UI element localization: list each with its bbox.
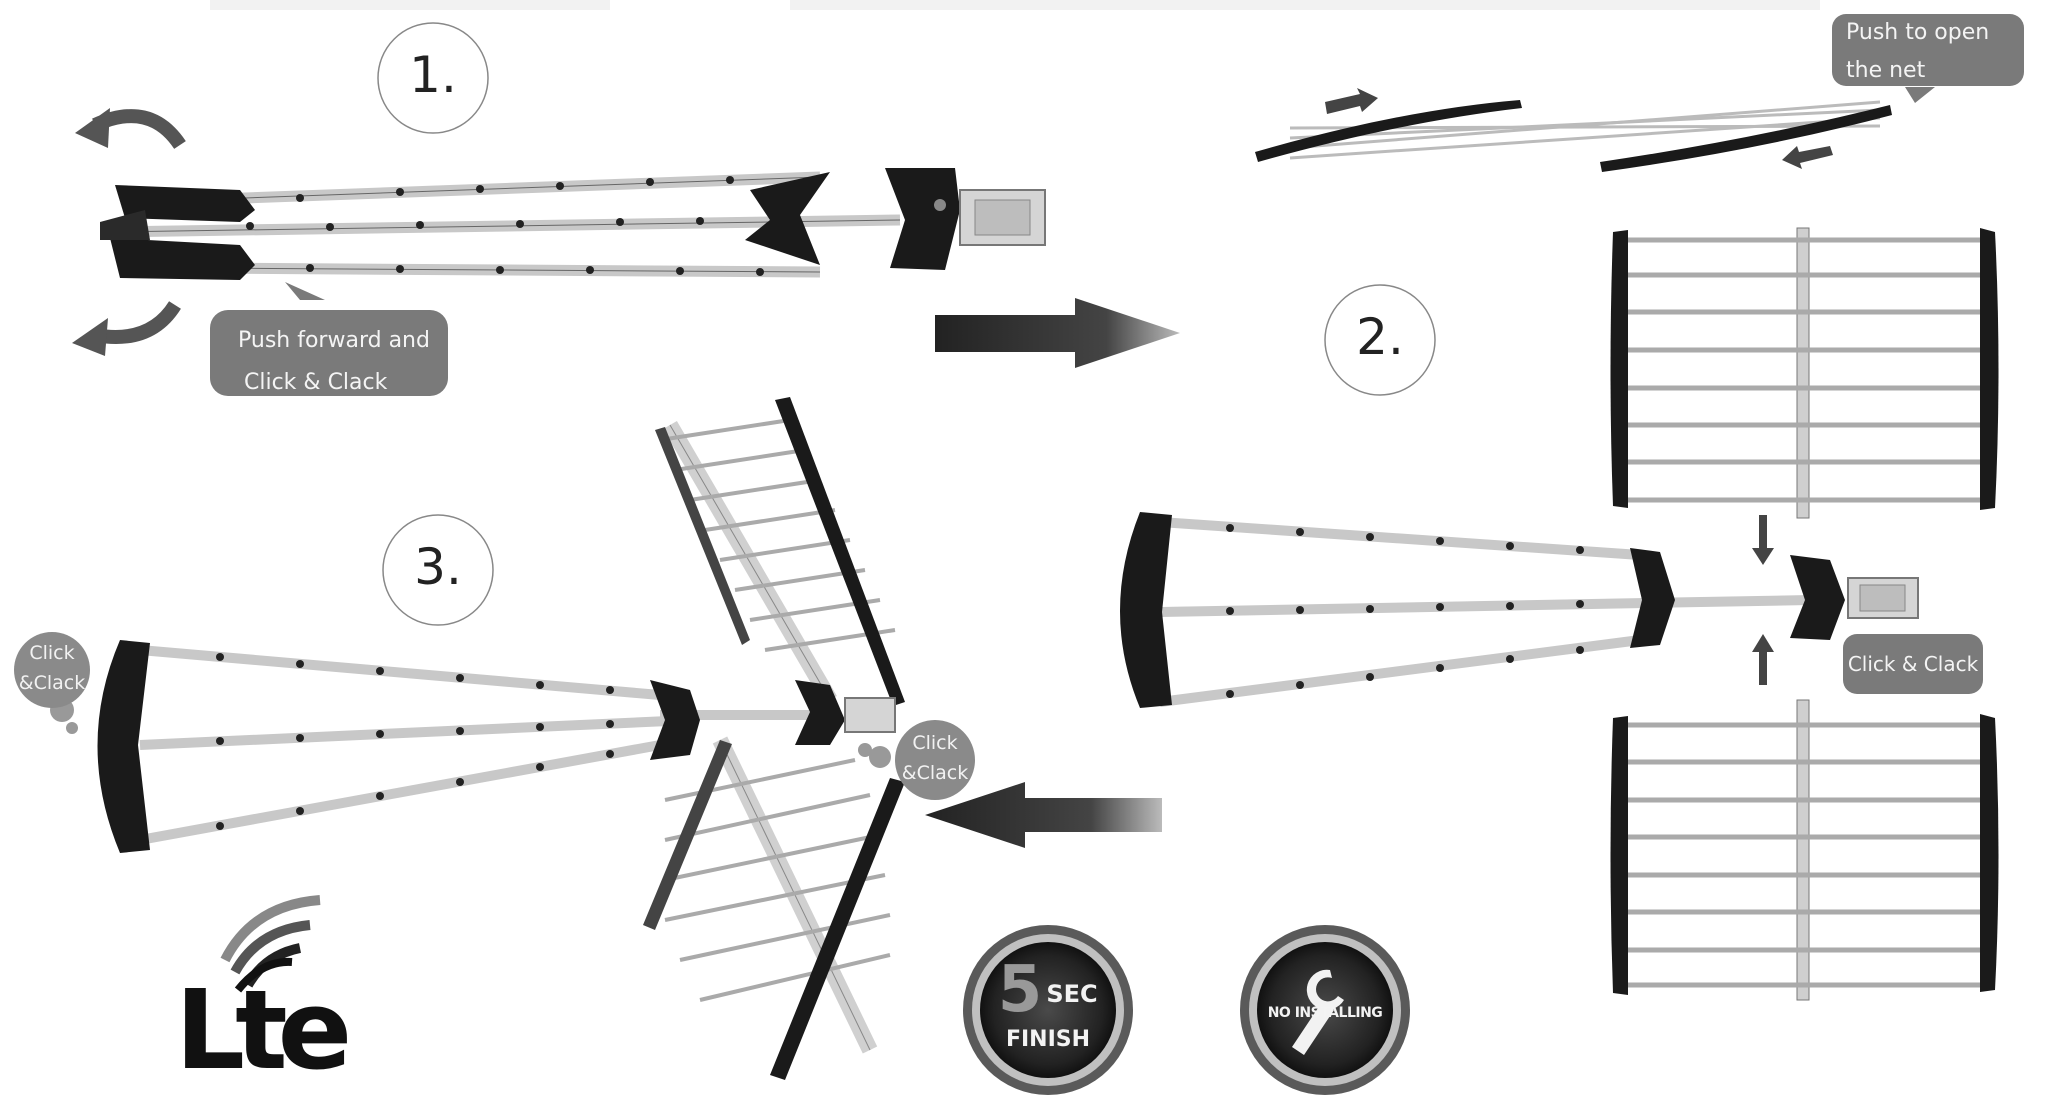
step-1-number: 1. <box>409 46 457 104</box>
arrow-up-icon <box>1752 634 1774 652</box>
bubble-click-clack-left-line1: Click <box>29 642 75 664</box>
five-sec-unit: SEC <box>1046 980 1098 1008</box>
lte-logo: Lte <box>175 966 352 1094</box>
five-sec-badge-graphic <box>963 925 1133 1095</box>
callout-click-clack-right: Click & Clack <box>1843 634 1983 694</box>
assembled-net-lower <box>643 736 905 1080</box>
folding-net <box>1255 87 1935 172</box>
step-2-circle <box>1324 284 1436 396</box>
callout-push-forward: Push forward and Click & Clack <box>210 310 448 396</box>
callout-push-forward-line2: Click & Clack <box>244 370 388 395</box>
bubble-click-clack-mid: Click &Clack <box>895 720 975 800</box>
step-3-circle <box>382 514 494 626</box>
bubble-click-clack-mid-line2: &Clack <box>901 762 969 784</box>
callout-push-forward-line1: Push forward and <box>238 328 430 353</box>
step-1-circle <box>377 22 489 134</box>
arrow-down-icon <box>1752 548 1774 565</box>
five-sec-caption: FINISH <box>1005 1027 1091 1052</box>
callout-push-open-line1: Push to open <box>1846 20 1990 45</box>
reflector-net-top <box>1610 227 1999 519</box>
callout-push-open-line2: the net <box>1846 58 1926 83</box>
lte-signal-icon <box>220 895 321 993</box>
assembled-net-upper <box>655 397 905 706</box>
big-arrow-right-icon <box>935 298 1180 368</box>
big-arrow-left-icon <box>925 782 1162 848</box>
no-installing-caption: NO INSTALLING <box>1267 1005 1383 1021</box>
wrench-icon <box>1292 969 1344 1055</box>
bubble-click-clack-left: Click &Clack <box>14 632 90 708</box>
step-3-number: 3. <box>414 538 462 596</box>
callout-click-clack-right-text: Click & Clack <box>1847 652 1979 676</box>
step-2-number: 2. <box>1356 308 1404 366</box>
folded-antenna <box>72 108 1046 356</box>
expanded-antenna-step2 <box>1120 227 1999 1001</box>
assembled-antenna-step3 <box>50 397 905 1080</box>
small-arrow-left-icon <box>1782 146 1833 169</box>
small-arrow-right-icon <box>1325 88 1378 114</box>
reflector-net-bottom <box>1610 699 1999 1001</box>
five-sec-digit: 5 <box>997 953 1043 1027</box>
bubble-click-clack-mid-line1: Click <box>912 732 958 754</box>
callout-push-open: Push to open the net <box>1832 14 2024 86</box>
bubble-click-clack-left-line2: &Clack <box>18 672 86 694</box>
no-installing-badge-graphic <box>1240 925 1410 1095</box>
